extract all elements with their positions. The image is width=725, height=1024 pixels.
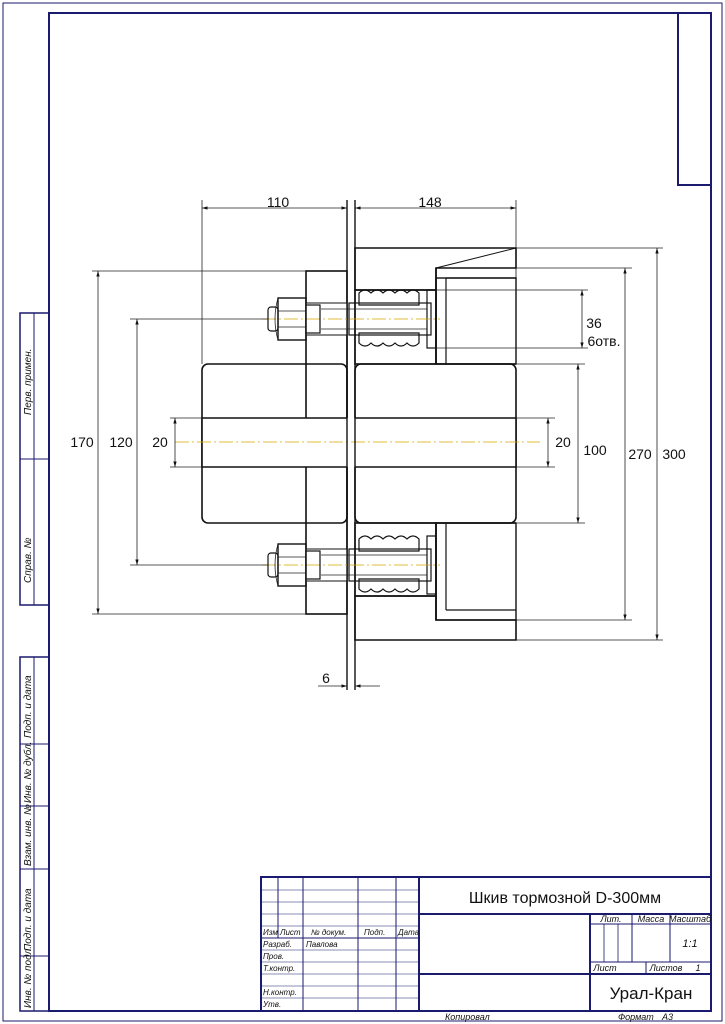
dim-36: 36 — [586, 315, 602, 331]
row-razrab: Разраб. — [263, 940, 292, 949]
row-utv: Утв. — [262, 1000, 281, 1009]
scale-value: 1:1 — [682, 938, 697, 950]
stamp-podp-data-1: Подп. и дата — [23, 675, 34, 738]
stamp-podp-data-2: Подп. и дата — [23, 888, 34, 951]
dim-270: 270 — [628, 446, 652, 462]
dim-100: 100 — [583, 442, 607, 458]
footer-format-value: А3 — [661, 1012, 673, 1022]
dimension-lines — [92, 200, 663, 688]
col-list: Лист — [279, 928, 301, 937]
footer-format: Формат — [618, 1012, 654, 1022]
label-masshtab: Масштаб — [669, 914, 712, 924]
dim-148: 148 — [418, 194, 442, 210]
company-name: Урал-Кран — [610, 984, 693, 1003]
stamp-inv-podl: Инв. № подл. — [23, 946, 34, 1008]
footer-kopiroval: Копировал — [445, 1012, 490, 1022]
dim-6: 6 — [322, 670, 330, 686]
title-block-grid — [260, 876, 712, 1012]
label-listov: Листов — [649, 963, 683, 973]
col-dokum: № докум. — [311, 928, 346, 937]
row-tkontr: Т.контр. — [263, 964, 295, 973]
drawing-title: Шкив тормозной D-300мм — [469, 890, 661, 907]
dim-20-left: 20 — [152, 434, 168, 450]
dim-170: 170 — [70, 434, 94, 450]
label-list: Лист — [592, 963, 617, 973]
dim-20-right: 20 — [555, 434, 571, 450]
left-stamp-columns — [19, 312, 50, 1012]
label-lit: Лит. — [599, 914, 621, 924]
dim-120: 120 — [109, 434, 133, 450]
razrab-name: Павлова — [306, 940, 338, 949]
col-izm: Изм — [263, 928, 278, 937]
label-massa: Масса — [638, 914, 665, 924]
shaft-bore — [175, 417, 540, 468]
bolt-bottom — [262, 535, 440, 595]
listov-value: 1 — [695, 963, 700, 973]
bolt-top — [262, 289, 440, 349]
stamp-perv-primen: Перв. примен. — [23, 349, 34, 415]
stamp-inv-dubl: Инв. № дубл. — [22, 742, 34, 804]
row-nkontr: Н.контр. — [263, 988, 297, 997]
row-prov: Пров. — [263, 952, 284, 961]
col-data: Дата — [397, 928, 420, 937]
stamp-vzam-inv: Взам. инв. № — [23, 804, 34, 866]
dim-holes: 6отв. — [587, 333, 620, 349]
dim-300: 300 — [662, 446, 686, 462]
col-podp: Подп. — [364, 928, 385, 937]
stamp-sprav: Справ. № — [23, 537, 34, 583]
dim-110: 110 — [267, 194, 290, 210]
